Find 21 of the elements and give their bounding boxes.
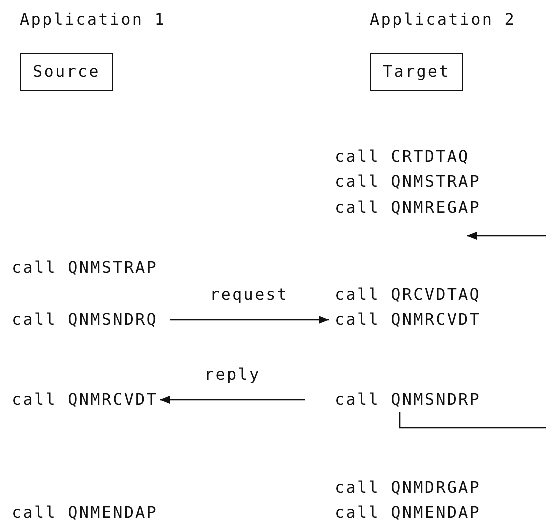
- api-call-text: call QNMREGAP: [335, 198, 482, 218]
- api-call-text: call QNMSTRAP: [12, 258, 158, 278]
- api-call-text: call QNMDRGAP: [335, 478, 482, 498]
- api-call-text: call QNMENDAP: [12, 503, 158, 523]
- arrow: [170, 316, 329, 324]
- api-call-text: call QNMSNDRQ: [12, 310, 158, 330]
- api-call-text: call QNMRCVDT: [335, 310, 482, 330]
- api-call-text: call QNMRCVDT: [12, 390, 158, 410]
- role-box: Source: [20, 53, 114, 91]
- arrow: [160, 396, 305, 404]
- api-call-text: call CRTDTAQ: [335, 147, 470, 167]
- api-call-text: call QRCVDTAQ: [335, 285, 482, 305]
- api-call-text: call QNMSNDRP: [335, 390, 482, 410]
- api-call-text: call QNMENDAP: [335, 503, 482, 523]
- application-heading: Application 1: [20, 10, 166, 30]
- edge-label: request: [210, 285, 289, 305]
- api-call-text: call QNMSTRAP: [335, 172, 482, 192]
- role-box: Target: [370, 53, 464, 91]
- edge-label: reply: [204, 365, 261, 385]
- connector-line: [399, 412, 546, 429]
- application-heading: Application 2: [370, 10, 516, 30]
